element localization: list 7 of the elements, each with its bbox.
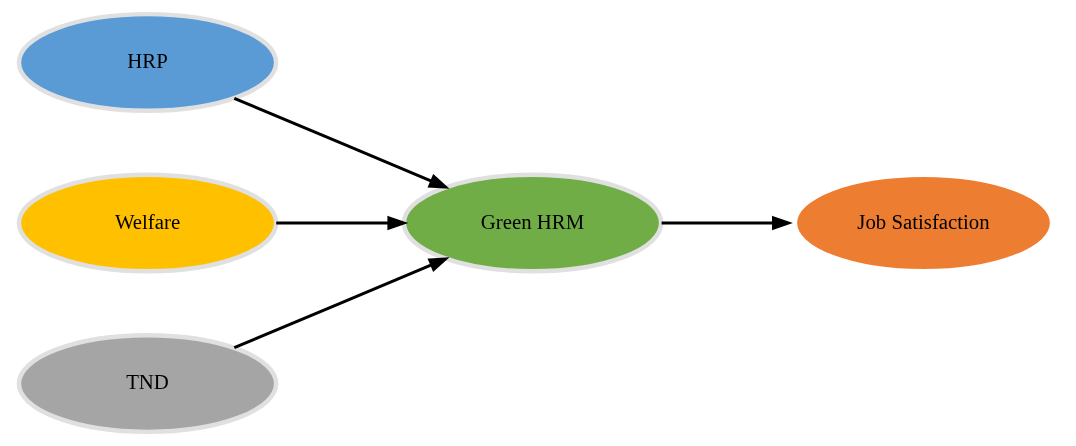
node-ellipse: TND [16, 333, 278, 435]
arrow [275, 215, 408, 231]
arrow [233, 257, 450, 350]
arrow [233, 96, 450, 189]
node-ellipse: HRP [16, 11, 278, 113]
node-ellipse: Welfare [16, 172, 278, 274]
arrow [661, 215, 793, 231]
